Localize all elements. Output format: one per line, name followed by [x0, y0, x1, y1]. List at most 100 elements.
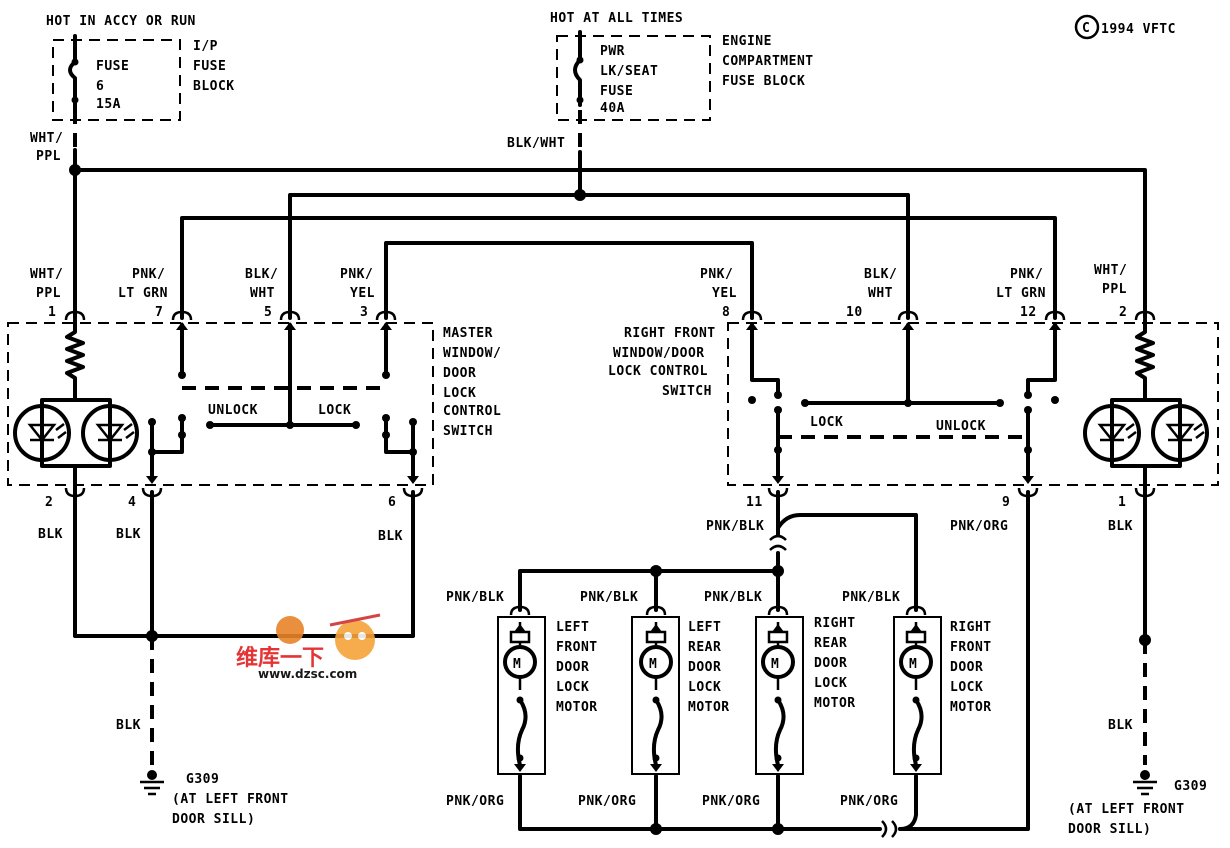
right-unlock-label: UNLOCK [936, 419, 986, 434]
svg-text:RIGHT: RIGHT [950, 620, 992, 635]
center-feed-wire-label: BLK/WHT [507, 136, 565, 151]
copyright-mark: C 1994 VFTC [1074, 14, 1175, 40]
svg-text:SWITCH: SWITCH [443, 424, 493, 439]
right-led-icons [1083, 404, 1209, 462]
svg-text:8: 8 [722, 305, 730, 320]
svg-text:WHT/: WHT/ [30, 131, 63, 146]
motor-3-top-wire: PNK/BLK [704, 590, 762, 605]
wire-pnk-blk-bus [518, 569, 780, 612]
master-bottom-pin-labels: 2 4 6 BLK BLK BLK [38, 495, 403, 544]
svg-text:PPL: PPL [1102, 282, 1127, 297]
motor-3-bottom-wire: PNK/ORG [702, 794, 760, 809]
svg-text:LEFT: LEFT [688, 620, 721, 635]
svg-text:BLK: BLK [1108, 519, 1133, 534]
wire-blk-left-ground [73, 490, 415, 638]
svg-text:PNK/ORG: PNK/ORG [950, 519, 1008, 534]
svg-text:FRONT: FRONT [950, 640, 992, 655]
master-switch-box [7, 322, 434, 486]
master-top-pin-labels: WHT/ PPL 1 PNK/ LT GRN 7 BLK/ WHT 5 PNK/… [30, 267, 374, 320]
svg-text:MASTER: MASTER [443, 326, 493, 341]
svg-text:BLK/: BLK/ [245, 267, 278, 282]
copyright-icon [1074, 14, 1100, 40]
svg-text:YEL: YEL [712, 286, 737, 301]
svg-text:DOOR: DOOR [688, 660, 721, 675]
engine-fuse-box [556, 35, 711, 121]
svg-text:MOTOR: MOTOR [814, 696, 856, 711]
motor-2-top-wire: PNK/BLK [580, 590, 638, 605]
svg-text:PNK/: PNK/ [700, 267, 733, 282]
motor-4-top-wire: PNK/BLK [842, 590, 900, 605]
pnk-org-connector [881, 820, 898, 838]
svg-text:FUSE BLOCK: FUSE BLOCK [722, 74, 805, 89]
right-ground-label: G309 (AT LEFT FRONT DOOR SILL) [1068, 779, 1207, 837]
master-led-icons [13, 404, 139, 462]
svg-text:BLOCK: BLOCK [193, 79, 235, 94]
pwr-fuse-label: PWR LK/SEAT FUSE 40A [600, 44, 658, 116]
svg-text:LOCK: LOCK [556, 680, 589, 695]
svg-text:RIGHT: RIGHT [814, 616, 856, 631]
ip-block-label: I/P FUSE BLOCK [193, 39, 235, 94]
svg-text:6: 6 [388, 495, 396, 510]
svg-text:COMPARTMENT: COMPARTMENT [722, 54, 814, 69]
svg-text:6: 6 [96, 79, 104, 94]
motor-1-bottom-wire: PNK/ORG [446, 794, 504, 809]
watermark-logo: 维库一下 www.dzsc.com [236, 613, 381, 681]
svg-text:WHT: WHT [250, 286, 275, 301]
motor-left-front [497, 605, 546, 775]
svg-text:LOCK CONTROL: LOCK CONTROL [608, 364, 708, 379]
motor-1-top-wire: PNK/BLK [446, 590, 504, 605]
master-illumination-resistor [65, 318, 85, 402]
right-ground-wire-label: BLK [1108, 718, 1133, 733]
svg-text:WHT/: WHT/ [30, 267, 63, 282]
right-top-pin-labels: PNK/ YEL 8 BLK/ WHT 10 PNK/ LT GRN 12 WH… [700, 263, 1127, 320]
svg-text:DOOR: DOOR [556, 660, 589, 675]
right-switch-title: RIGHT FRONT WINDOW/DOOR LOCK CONTROL SWI… [608, 326, 715, 399]
svg-text:WHT: WHT [868, 286, 893, 301]
right-illumination-resistor [1135, 318, 1155, 402]
svg-text:9: 9 [1002, 495, 1010, 510]
svg-text:BLK: BLK [116, 527, 141, 542]
svg-text:BLK: BLK [378, 529, 403, 544]
svg-text:LT GRN: LT GRN [996, 286, 1046, 301]
svg-text:15A: 15A [96, 97, 121, 112]
svg-text:PNK/: PNK/ [132, 267, 165, 282]
motor-symbol: M [771, 657, 779, 672]
pnk-blk-connector [769, 534, 787, 551]
left-feed-label: HOT IN ACCY OR RUN [46, 14, 196, 29]
svg-text:MOTOR: MOTOR [556, 700, 598, 715]
svg-text:PPL: PPL [36, 286, 61, 301]
wire-wht-ppl-bus [73, 168, 1147, 320]
svg-text:DOOR SILL): DOOR SILL) [1068, 822, 1151, 837]
right-switch-box [727, 322, 1219, 486]
svg-text:DOOR: DOOR [950, 660, 983, 675]
svg-text:FUSE: FUSE [96, 59, 129, 74]
left-ground-label: G309 (AT LEFT FRONT DOOR SILL) [172, 772, 288, 827]
svg-text:LOCK: LOCK [950, 680, 983, 695]
wire-pnk-yel [384, 241, 754, 320]
svg-text:FRONT: FRONT [556, 640, 598, 655]
ip-fuse-label: FUSE 6 15A [96, 59, 129, 112]
left-ground-wire-label: BLK [116, 718, 141, 733]
svg-text:LOCK: LOCK [814, 676, 847, 691]
svg-text:DOOR: DOOR [443, 366, 476, 381]
motor-4-bottom-wire: PNK/ORG [840, 794, 898, 809]
right-ground-icon [1133, 770, 1157, 796]
motor-right-front-label: RIGHT FRONT DOOR LOCK MOTOR [950, 620, 992, 715]
master-switch-title: MASTER WINDOW/ DOOR LOCK CONTROL SWITCH [443, 326, 501, 439]
svg-text:1: 1 [48, 305, 56, 320]
svg-text:FUSE: FUSE [600, 84, 633, 99]
left-feed-wire-label: WHT/ PPL [30, 131, 63, 164]
motor-right-rear-label: RIGHT REAR DOOR LOCK MOTOR [814, 616, 856, 711]
svg-text:I/P: I/P [193, 39, 218, 54]
svg-text:10: 10 [846, 305, 863, 320]
svg-text:40A: 40A [600, 101, 625, 116]
right-lock-label: LOCK [810, 415, 843, 430]
svg-text:4: 4 [128, 495, 136, 510]
motor-2-bottom-wire: PNK/ORG [578, 794, 636, 809]
motor-left-rear-label: LEFT REAR DOOR LOCK MOTOR [688, 620, 730, 715]
svg-text:CONTROL: CONTROL [443, 404, 501, 419]
svg-text:MOTOR: MOTOR [688, 700, 730, 715]
svg-text:BLK: BLK [38, 527, 63, 542]
svg-text:1: 1 [1118, 495, 1126, 510]
